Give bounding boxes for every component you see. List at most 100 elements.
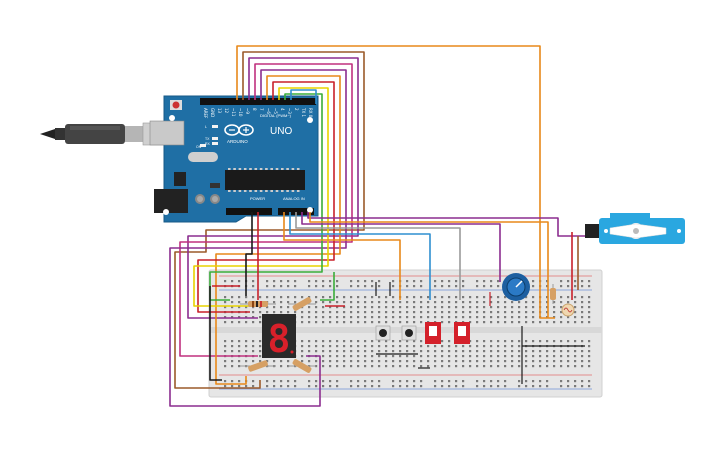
breadboard-hole[interactable] — [434, 360, 437, 363]
breadboard-hole[interactable] — [336, 285, 339, 288]
breadboard-hole[interactable] — [546, 380, 549, 383]
breadboard-hole[interactable] — [329, 316, 332, 319]
breadboard-hole[interactable] — [532, 380, 535, 383]
breadboard-hole[interactable] — [280, 301, 283, 304]
breadboard-hole[interactable] — [581, 380, 584, 383]
breadboard-hole[interactable] — [588, 306, 591, 309]
breadboard-hole[interactable] — [483, 321, 486, 324]
servo-motor[interactable] — [585, 213, 685, 244]
breadboard-hole[interactable] — [476, 296, 479, 299]
breadboard-hole[interactable] — [238, 296, 241, 299]
breadboard-hole[interactable] — [392, 380, 395, 383]
breadboard-hole[interactable] — [259, 360, 262, 363]
breadboard-hole[interactable] — [308, 350, 311, 353]
breadboard-hole[interactable] — [441, 355, 444, 358]
breadboard-hole[interactable] — [560, 280, 563, 283]
breadboard-hole[interactable] — [448, 321, 451, 324]
breadboard-hole[interactable] — [546, 306, 549, 309]
breadboard-hole[interactable] — [441, 296, 444, 299]
breadboard-hole[interactable] — [532, 301, 535, 304]
breadboard-hole[interactable] — [231, 301, 234, 304]
breadboard-hole[interactable] — [308, 380, 311, 383]
breadboard-hole[interactable] — [532, 306, 535, 309]
breadboard-hole[interactable] — [322, 365, 325, 368]
pushbutton[interactable] — [375, 325, 391, 341]
breadboard-hole[interactable] — [238, 360, 241, 363]
breadboard-hole[interactable] — [385, 345, 388, 348]
breadboard-hole[interactable] — [518, 385, 521, 388]
potentiometer[interactable] — [502, 273, 530, 301]
breadboard-hole[interactable] — [413, 385, 416, 388]
breadboard-hole[interactable] — [273, 385, 276, 388]
breadboard-hole[interactable] — [504, 365, 507, 368]
breadboard-hole[interactable] — [525, 360, 528, 363]
breadboard-hole[interactable] — [301, 321, 304, 324]
breadboard-hole[interactable] — [350, 280, 353, 283]
breadboard-hole[interactable] — [364, 296, 367, 299]
breadboard-hole[interactable] — [518, 365, 521, 368]
breadboard-hole[interactable] — [588, 301, 591, 304]
breadboard-hole[interactable] — [385, 306, 388, 309]
breadboard-hole[interactable] — [511, 360, 514, 363]
breadboard-hole[interactable] — [476, 360, 479, 363]
breadboard-hole[interactable] — [392, 345, 395, 348]
breadboard-hole[interactable] — [441, 365, 444, 368]
breadboard-hole[interactable] — [497, 306, 500, 309]
breadboard-hole[interactable] — [497, 380, 500, 383]
breadboard-hole[interactable] — [574, 301, 577, 304]
breadboard-hole[interactable] — [315, 306, 318, 309]
breadboard-hole[interactable] — [287, 380, 290, 383]
breadboard-hole[interactable] — [462, 365, 465, 368]
breadboard-hole[interactable] — [560, 380, 563, 383]
breadboard-hole[interactable] — [364, 285, 367, 288]
breadboard-hole[interactable] — [329, 355, 332, 358]
breadboard-hole[interactable] — [364, 340, 367, 343]
breadboard-hole[interactable] — [504, 311, 507, 314]
breadboard-hole[interactable] — [259, 355, 262, 358]
breadboard-hole[interactable] — [483, 350, 486, 353]
breadboard-hole[interactable] — [266, 306, 269, 309]
breadboard-hole[interactable] — [252, 285, 255, 288]
breadboard-hole[interactable] — [266, 280, 269, 283]
breadboard-hole[interactable] — [252, 360, 255, 363]
breadboard-hole[interactable] — [280, 280, 283, 283]
breadboard-hole[interactable] — [525, 306, 528, 309]
breadboard-hole[interactable] — [399, 306, 402, 309]
breadboard-hole[interactable] — [427, 301, 430, 304]
breadboard-hole[interactable] — [490, 296, 493, 299]
breadboard-hole[interactable] — [525, 301, 528, 304]
breadboard-hole[interactable] — [322, 280, 325, 283]
breadboard-hole[interactable] — [476, 340, 479, 343]
breadboard-hole[interactable] — [252, 385, 255, 388]
breadboard-hole[interactable] — [329, 365, 332, 368]
breadboard-hole[interactable] — [231, 340, 234, 343]
breadboard-hole[interactable] — [378, 285, 381, 288]
breadboard-hole[interactable] — [280, 380, 283, 383]
breadboard-hole[interactable] — [273, 280, 276, 283]
breadboard-hole[interactable] — [497, 311, 500, 314]
breadboard-hole[interactable] — [231, 350, 234, 353]
breadboard-hole[interactable] — [413, 365, 416, 368]
breadboard-hole[interactable] — [301, 296, 304, 299]
breadboard-hole[interactable] — [238, 345, 241, 348]
breadboard-hole[interactable] — [434, 350, 437, 353]
breadboard-hole[interactable] — [413, 360, 416, 363]
breadboard-hole[interactable] — [231, 345, 234, 348]
breadboard-hole[interactable] — [511, 365, 514, 368]
breadboard-hole[interactable] — [588, 340, 591, 343]
breadboard-hole[interactable] — [357, 340, 360, 343]
breadboard-hole[interactable] — [378, 296, 381, 299]
breadboard-hole[interactable] — [532, 321, 535, 324]
breadboard-hole[interactable] — [518, 301, 521, 304]
breadboard-hole[interactable] — [399, 355, 402, 358]
breadboard-hole[interactable] — [273, 311, 276, 314]
breadboard-hole[interactable] — [378, 360, 381, 363]
breadboard-hole[interactable] — [427, 360, 430, 363]
breadboard-hole[interactable] — [427, 316, 430, 319]
breadboard-hole[interactable] — [336, 365, 339, 368]
breadboard-hole[interactable] — [343, 345, 346, 348]
breadboard-hole[interactable] — [266, 296, 269, 299]
breadboard-hole[interactable] — [343, 306, 346, 309]
breadboard-hole[interactable] — [511, 306, 514, 309]
breadboard-hole[interactable] — [315, 321, 318, 324]
